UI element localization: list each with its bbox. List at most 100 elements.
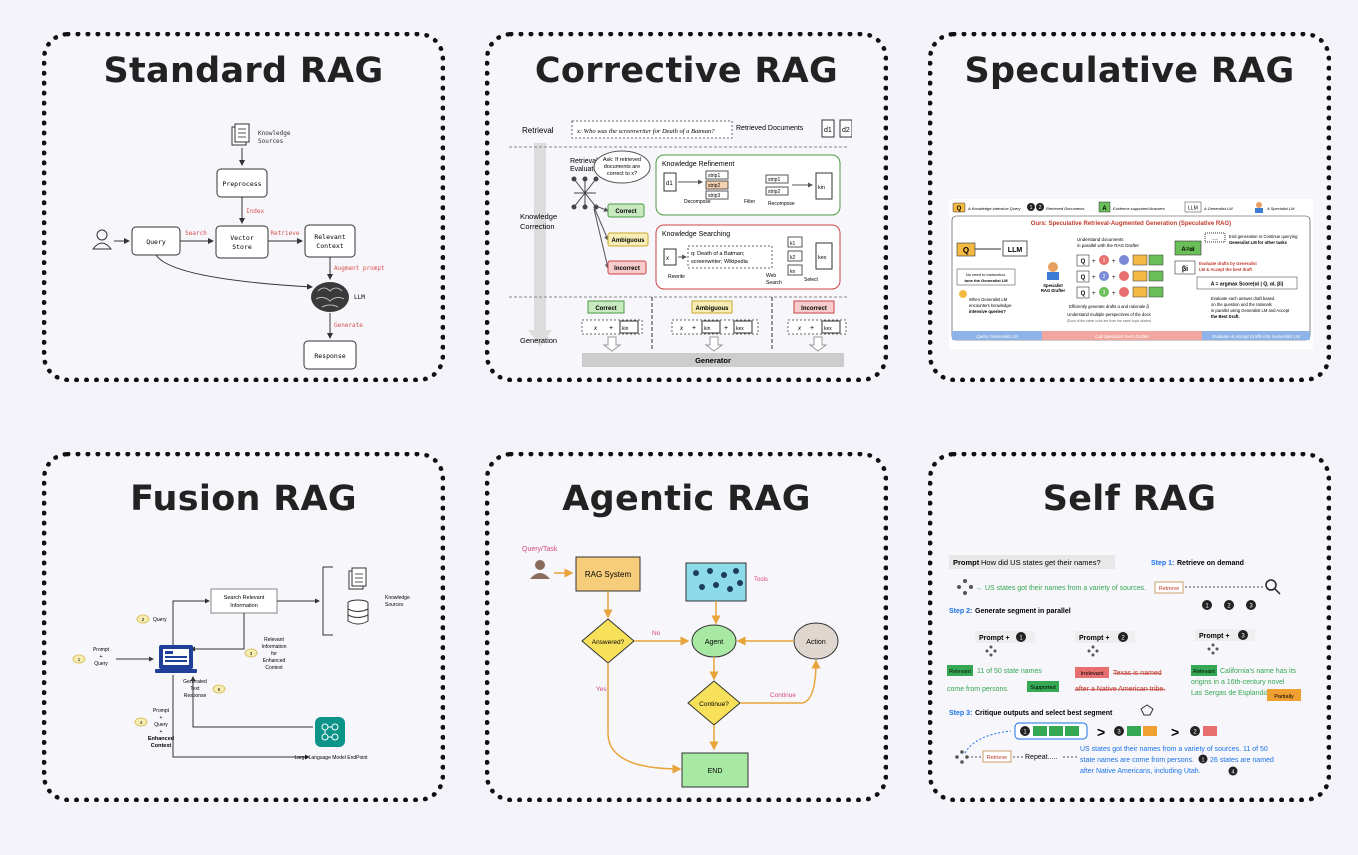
svg-text:+: +	[1112, 259, 1116, 265]
gt-2: >	[1171, 724, 1179, 740]
relevant-badge-2: Relevant	[1193, 669, 1215, 675]
q-badge: Q	[963, 246, 969, 255]
query-label: Query	[146, 238, 166, 246]
retrieval-evaluator-label-2: Evaluator	[570, 166, 600, 173]
doc-number-badges: 1 2 3	[1202, 600, 1256, 610]
argmax-formula: A = argmax Score(αi | Q, αi, βi)	[1211, 282, 1284, 288]
strip-3: strip3	[708, 193, 720, 199]
self-rag-diagram: Prompt How did US states get their names…	[945, 553, 1317, 793]
relevant-info-2: Information	[261, 644, 286, 650]
document-icon	[231, 123, 250, 146]
gen-incorrect-badge: Incorrect	[801, 306, 827, 312]
svg-text:Q: Q	[1081, 275, 1086, 281]
svg-text:Q: Q	[1081, 259, 1086, 265]
yes-label: Yes	[596, 686, 607, 693]
prompt-query: Prompt	[93, 647, 110, 653]
final-line-2: state names are come from persons.	[1080, 757, 1194, 764]
understand-docs-2: in parallel with the RAG Drafter	[1077, 243, 1140, 248]
web-search-label: Web	[766, 273, 776, 279]
knowledge-correction-label: Knowledge	[520, 212, 557, 221]
ask-bubble: Ask: If retrieved	[603, 157, 641, 163]
llm-endpoint-icon	[315, 717, 345, 747]
svg-text:+: +	[1092, 259, 1096, 265]
rewrite-label: Rewrite	[668, 274, 685, 280]
when-generalist-2: encounters knowledge-	[969, 303, 1013, 308]
preprocess-label: Preprocess	[222, 180, 261, 188]
augment-prompt-label: Augment prompt	[334, 265, 385, 272]
correct-badge: Correct	[615, 209, 636, 215]
laptop-icon	[155, 645, 197, 673]
evaluate-each-3: in parallel using Generalist LM and Acce…	[1211, 308, 1290, 313]
seg1-line: 11 of 50 state names	[977, 668, 1042, 675]
evaluate-drafts: Evaluate drafts by Generalist	[1199, 261, 1257, 266]
rag-system-box	[575, 556, 641, 592]
retrieval-label: Retrieval	[522, 126, 554, 135]
relevant-badge-1: Relevant	[949, 669, 971, 675]
card-fusion-rag: Fusion RAG Search Relevant Information K…	[42, 452, 445, 802]
d1-refine: d1	[666, 181, 673, 187]
partially-badge: Partially	[1274, 694, 1294, 700]
evaluate-drafts-2: LM & Accept the best draft	[1199, 267, 1252, 272]
knowledge-sources-label: Knowledge	[385, 595, 410, 601]
beta-box: βi	[1182, 266, 1188, 273]
relevant-info: Relevant	[264, 637, 284, 643]
corrective-rag-diagram: Retrieval x: Who was the screenwriter fo…	[504, 115, 852, 371]
search-query-2: screenwriter; Wikipedia	[691, 259, 749, 265]
gen-kex-2: kex	[736, 326, 744, 332]
prompt-plus-1: Prompt +	[979, 635, 1010, 642]
enhanced-context-4: +	[160, 729, 163, 735]
x-doc: x	[665, 256, 670, 262]
gen-x-1: x	[593, 326, 598, 332]
ambiguous-badge: Ambiguous	[612, 238, 646, 244]
k2-doc: k2	[790, 255, 796, 261]
step-2-label: Query	[153, 617, 167, 623]
irrelevant-badge: Irrelevant	[1081, 671, 1104, 677]
network-icon	[571, 176, 599, 210]
decompose-label: Decompose	[684, 199, 711, 205]
seg1-line-2: come from persons.	[947, 686, 1009, 693]
seg3-line: California's name has its	[1220, 668, 1297, 675]
card-corrective-rag: Corrective RAG Retrieval x: Who was the …	[485, 32, 888, 382]
no-instruction-2: tune the Generalist LM	[964, 278, 1008, 283]
legend-answers: Evidence-supported Answers	[1113, 206, 1165, 211]
end-gen-text-2: Generalist LM for other tasks	[1229, 240, 1288, 245]
legend-docs: Retrieved Documents	[1046, 206, 1084, 211]
llm-endpoint-label: Large Language Model EndPoint	[294, 755, 368, 761]
vector-store-box	[215, 225, 269, 259]
enhanced-context-6: Context	[151, 743, 172, 749]
card-title: Fusion RAG	[130, 479, 357, 519]
llm-label: LLM	[354, 294, 365, 301]
gen-plus-2: +	[692, 325, 696, 332]
continue-q-label: Continue?	[699, 701, 729, 708]
num-badge-3: 3	[1249, 604, 1253, 610]
num-badge-2: 2	[1227, 604, 1231, 610]
svg-text:…: …	[1212, 236, 1218, 242]
rag-system-label: RAG System	[585, 570, 632, 579]
final-line: US states got their names from a variety…	[1080, 746, 1268, 753]
knowledge-sources-label: Knowledge	[258, 130, 291, 137]
response-label: Response	[314, 352, 345, 360]
seg2-line-2: after a Native American tribe.	[1075, 686, 1165, 693]
specialist-drafter: Specialist	[1043, 283, 1063, 288]
generated-text-2: Text	[190, 686, 200, 692]
brain-icon	[311, 282, 349, 312]
generated-text-3: Response	[184, 693, 207, 699]
strip-4: strip1	[768, 177, 780, 183]
gen-x-3: x	[797, 326, 802, 332]
prompt-num-2: 2	[1121, 636, 1125, 642]
knowledge-refinement-label: Knowledge Refinement	[662, 161, 734, 168]
critique-num-2: 2	[1193, 730, 1197, 736]
critique-num-3: 3	[1117, 730, 1121, 736]
card-title: Speculative RAG	[964, 51, 1295, 91]
prompt-query-2: +	[100, 654, 103, 660]
ask-bubble-2: documents are	[604, 164, 640, 170]
strip-1: strip1	[708, 173, 720, 179]
step1-text: Retrieve on demand	[1177, 560, 1244, 567]
svg-text:Q: Q	[1081, 291, 1086, 297]
legend-query: A Knowledge-intensive Query	[967, 206, 1022, 211]
legend-generalist: A Generalist LM	[1203, 206, 1233, 211]
end-box	[681, 752, 749, 788]
gt-1: >	[1097, 724, 1105, 740]
retrieve-badge-2: Retrieve	[987, 755, 1007, 761]
speculative-rag-diagram: Q A Knowledge-intensive Query 1 2 Retrie…	[949, 199, 1313, 349]
